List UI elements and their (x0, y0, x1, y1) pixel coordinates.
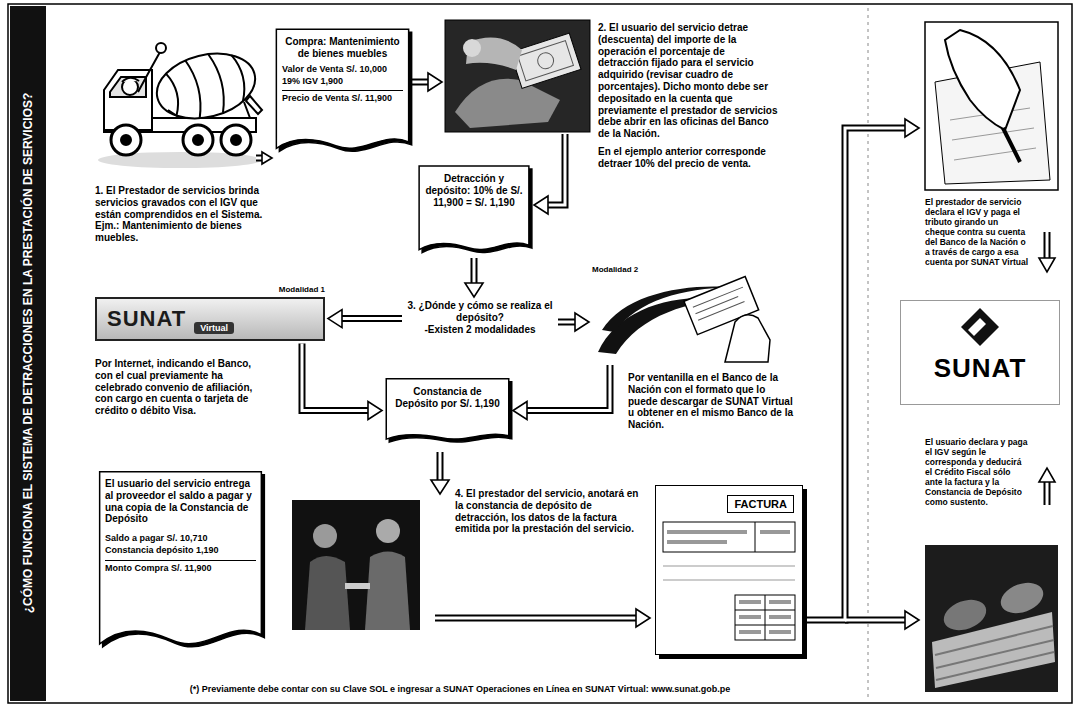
text-block: El usuario declara y paga el IGV según l… (925, 438, 1030, 508)
node-text: SUNAT (901, 353, 1059, 384)
annotation-text: En el ejemplo anterior corresponde detra… (598, 146, 778, 170)
text-block: 1. El Prestador de servicios brinda serv… (95, 185, 270, 244)
column-divider (868, 8, 869, 700)
document-note: Compra: Mantenimiento de bienes mueblesV… (275, 28, 410, 156)
text-block: 2. El usuario del servicio detrae (descu… (598, 22, 778, 170)
flow-arrow (431, 452, 449, 494)
text-block: Por ventanilla en el Banco de la Nación … (628, 372, 796, 431)
flow-arrow (1039, 232, 1055, 272)
node-text: 3. ¿Dónde y cómo se realiza el depósito? (405, 300, 555, 324)
annotation-text: El prestador de servicio declara el IGV … (925, 198, 1030, 268)
diagram-title: ¿CÓMO FUNCIONA EL SISTEMA DE DETRACCIONE… (21, 93, 35, 614)
agency-logo: SUNAT (900, 300, 1060, 405)
agency-logo-symbol (961, 308, 999, 346)
flow-arrow (435, 609, 650, 627)
flow-arrow (534, 134, 565, 214)
paper-outline (275, 28, 410, 156)
text-block: Por Internet, indicando el Banco, con el… (95, 358, 263, 417)
bank-panel: Modalidad 2 (592, 265, 772, 362)
flow-arrow (465, 258, 483, 297)
annotation-text: El usuario declara y paga el IGV según l… (925, 438, 1030, 508)
annotation-text: 2. El usuario del servicio detrae (descu… (598, 22, 778, 140)
node-text: Precio de Venta S/. 11,900 (282, 90, 403, 105)
node-text: Saldo a pagar S/. 10,710 (105, 533, 256, 545)
flow-arrow (256, 152, 272, 164)
annotation-text: (*) Previamente debe contar con su Clave… (60, 684, 860, 695)
flow-arrow (412, 73, 442, 91)
invoice-document: FACTURA (655, 485, 803, 655)
annotation-text: 1. El Prestador de servicios brinda serv… (95, 185, 270, 220)
flow-arrow (1039, 468, 1055, 505)
portal-logo: Modalidad 1 SUNAT Virtual (95, 285, 325, 341)
text-block: (*) Previamente debe contar con su Clave… (60, 684, 860, 695)
node-text: Monto Compra S/. 11,900 (105, 560, 256, 575)
node-text: 19% IGV 1,900 (282, 76, 403, 88)
node-text: Constancia depósito 1,190 (105, 545, 256, 557)
node-text: Constancia de Depósito por S/. 1,190 (392, 386, 503, 410)
logo-panel: SUNAT Virtual (95, 297, 325, 341)
node-text: Detracción y depósito: 10% de S/. 11,900… (425, 173, 523, 208)
text-block: 4. El prestador del servicio, anotará en… (455, 488, 645, 535)
question-text: 3. ¿Dónde y cómo se realiza el depósito?… (405, 300, 555, 335)
handshake-photo (292, 500, 420, 630)
page-frame (8, 4, 1072, 703)
bank-illustration (592, 277, 772, 362)
node-text: Modalidad 1 (95, 285, 325, 295)
writing-hand-photo (925, 22, 1058, 190)
node-text: Modalidad 2 (592, 265, 772, 275)
annotation-text: 4. El prestador del servicio, anotará en… (455, 488, 645, 535)
mixer-truck-illustration (98, 43, 262, 168)
document-note: Constancia de Depósito por S/. 1,190 (385, 378, 510, 443)
node-text: Virtual (194, 322, 234, 334)
flow-arrow (302, 344, 382, 420)
keyboard-photo (925, 545, 1058, 692)
annotation-text: Por Internet, indicando el Banco, con el… (95, 358, 263, 417)
document-note: El usuario del servicio entrega al prove… (98, 470, 263, 655)
node-text: FACTURA (727, 495, 794, 513)
flow-arrow (513, 365, 610, 420)
annotation-text: Ejm.: Mantenimiento de bienes muebles. (95, 220, 270, 244)
title-band (10, 6, 46, 701)
node-text: Compra: Mantenimiento de bienes muebles (282, 36, 403, 59)
node-text: SUNAT (107, 306, 186, 332)
flow-arrow (805, 119, 919, 629)
text-block: El prestador de servicio declara el IGV … (925, 198, 1030, 268)
flow-arrow (558, 313, 589, 331)
node-text: -Existen 2 modalidades (405, 324, 555, 336)
annotation-text: Por ventanilla en el Banco de la Nación … (628, 372, 796, 431)
node-text: Valor de Venta S/. 10,000 (282, 64, 403, 76)
payment-photo (445, 20, 590, 132)
document-note: Detracción y depósito: 10% de S/. 11,900… (418, 165, 530, 255)
node-text: El usuario del servicio entrega al prove… (105, 478, 256, 525)
flow-arrow (328, 310, 402, 328)
invoice-paper (655, 485, 803, 655)
